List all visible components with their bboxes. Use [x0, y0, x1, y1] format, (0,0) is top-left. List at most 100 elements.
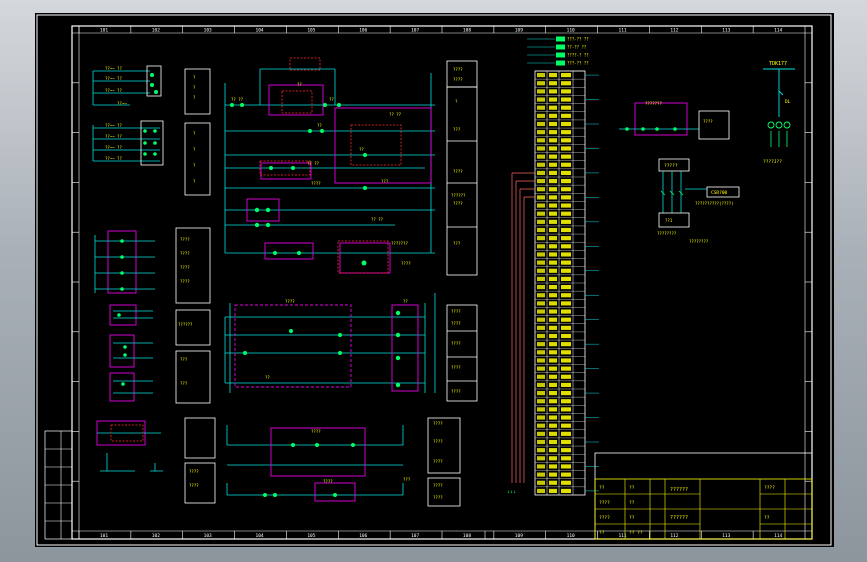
terminal-cable-mark	[561, 138, 571, 143]
terminal-wire-mark	[549, 464, 557, 469]
transformer-symbol: TDK177 DL ????J??	[763, 61, 795, 165]
terminal-number-mark	[537, 170, 545, 175]
terminal-number-mark	[537, 121, 545, 127]
svg-text:????????: ????????	[657, 231, 677, 236]
terminal-wire-mark	[549, 342, 557, 347]
terminal-feed-wires	[511, 172, 535, 483]
terminal-number-mark	[537, 203, 545, 208]
terminal-number-mark	[537, 162, 545, 167]
central-red-boxes	[259, 57, 402, 274]
svg-text:????: ????	[453, 77, 463, 82]
terminal-wire-mark	[549, 448, 557, 453]
terminal-wire-mark	[549, 480, 557, 485]
ruler-top-label: 108	[463, 28, 471, 34]
svg-text:?? ??: ?? ??	[389, 112, 402, 117]
terminal-wire-mark	[549, 293, 557, 298]
svg-text:????: ????	[311, 429, 321, 434]
terminal-wire-mark	[549, 301, 557, 306]
terminal-wire-mark	[549, 105, 557, 110]
legend-label: ????-? ??	[567, 53, 589, 58]
terminal-wire-mark	[549, 382, 557, 387]
cab-station-label: ?????	[664, 163, 678, 169]
terminal-cable-mark	[561, 179, 571, 184]
svg-text:????: ????	[433, 495, 443, 500]
central-component-marks	[230, 103, 401, 497]
terminal-number-mark	[537, 366, 545, 371]
legend-swatch	[556, 60, 565, 66]
title-cell-4: ?? ??	[629, 530, 643, 536]
terminal-cable-mark	[561, 187, 571, 192]
svg-text:????: ????	[433, 483, 443, 488]
terminal-number-mark	[537, 309, 545, 314]
terminal-wire-mark	[549, 268, 557, 273]
ruler-bottom-label: 109	[515, 533, 523, 539]
svg-text:??~~ ??: ??~~ ??	[105, 145, 122, 150]
terminal-wire-mark	[549, 456, 557, 461]
svg-text:?? ??: ?? ??	[307, 161, 320, 166]
terminal-cable-mark	[561, 276, 571, 281]
terminal-number-mark	[537, 342, 545, 347]
svg-text:????: ????	[451, 365, 461, 370]
title-row-1: ??	[599, 485, 605, 491]
sw-panel-caption: ??????	[178, 322, 193, 327]
yellow-text-a1: ??~~ ????~~ ????~~ ????~~ ??~~ ????~~ ??…	[105, 66, 127, 161]
terminal-wire-mark	[549, 391, 557, 396]
terminal-number-mark	[537, 276, 545, 281]
svg-text:????: ????	[180, 237, 190, 242]
title-drawing-no: ????	[764, 485, 775, 491]
terminal-wire-mark	[549, 162, 557, 167]
terminal-number-mark	[537, 423, 545, 428]
terminal-number-mark	[537, 439, 545, 445]
ruler-bottom-label: 108	[463, 533, 471, 539]
terminal-number-mark	[537, 244, 545, 249]
terminal-number-mark	[537, 464, 545, 469]
svg-text:????: ????	[180, 251, 190, 256]
svg-text:??: ??	[317, 123, 322, 128]
terminal-wire-mark	[549, 81, 557, 86]
legend-swatch	[556, 44, 565, 50]
svg-text:???: ???	[180, 381, 188, 386]
terminal-cable-mark	[561, 317, 571, 322]
label-box-text-a: ??? ???? ???????????????? ?????? ?????? …	[178, 75, 199, 488]
svg-text:????: ????	[451, 321, 461, 326]
svg-text:?: ?	[193, 75, 196, 80]
svg-text:????: ????	[451, 389, 461, 394]
svg-text:??: ??	[359, 147, 364, 152]
terminal-wire-mark	[549, 89, 557, 94]
terminal-number-mark	[537, 391, 545, 396]
terminal-cable-mark	[561, 113, 571, 118]
terminal-wire-mark	[549, 472, 557, 477]
svg-text:??: ??	[329, 97, 334, 102]
terminal-wire-mark	[549, 138, 557, 143]
svg-text:????: ????	[433, 421, 443, 426]
terminal-number-mark	[537, 73, 545, 78]
terminal-wire-mark	[549, 195, 557, 200]
svg-text:????: ????	[451, 309, 461, 314]
terminal-wire-mark	[549, 317, 557, 322]
ruler-top-label: 103	[204, 28, 212, 34]
ruler-sides	[72, 82, 812, 482]
magenta-blocks-a	[96, 230, 146, 446]
ruler-bottom-label: 113	[722, 533, 730, 539]
svg-text:?: ?	[193, 85, 196, 90]
svg-text:?: ?	[193, 179, 196, 184]
terminal-cable-mark	[561, 195, 571, 200]
terminal-cable-mark	[561, 448, 571, 453]
terminal-number-mark	[537, 301, 545, 306]
terminal-wire-mark	[549, 276, 557, 281]
terminal-wire-mark	[549, 97, 557, 102]
red-box-a	[110, 424, 144, 442]
legend-label: ???-?? ??	[567, 61, 589, 66]
svg-text:??~~ ??: ??~~ ??	[105, 123, 122, 128]
terminal-wire-mark	[549, 439, 557, 445]
terminal-cable-mark	[561, 374, 571, 379]
title-cell-3: ??	[629, 515, 635, 521]
component-marks-a2	[117, 239, 127, 386]
terminal-wire-mark	[549, 407, 557, 412]
terminal-cable-mark	[561, 252, 571, 257]
svg-text:?: ?	[193, 131, 196, 136]
svg-text:????: ????	[433, 459, 443, 464]
svg-text:????: ????	[453, 169, 463, 174]
